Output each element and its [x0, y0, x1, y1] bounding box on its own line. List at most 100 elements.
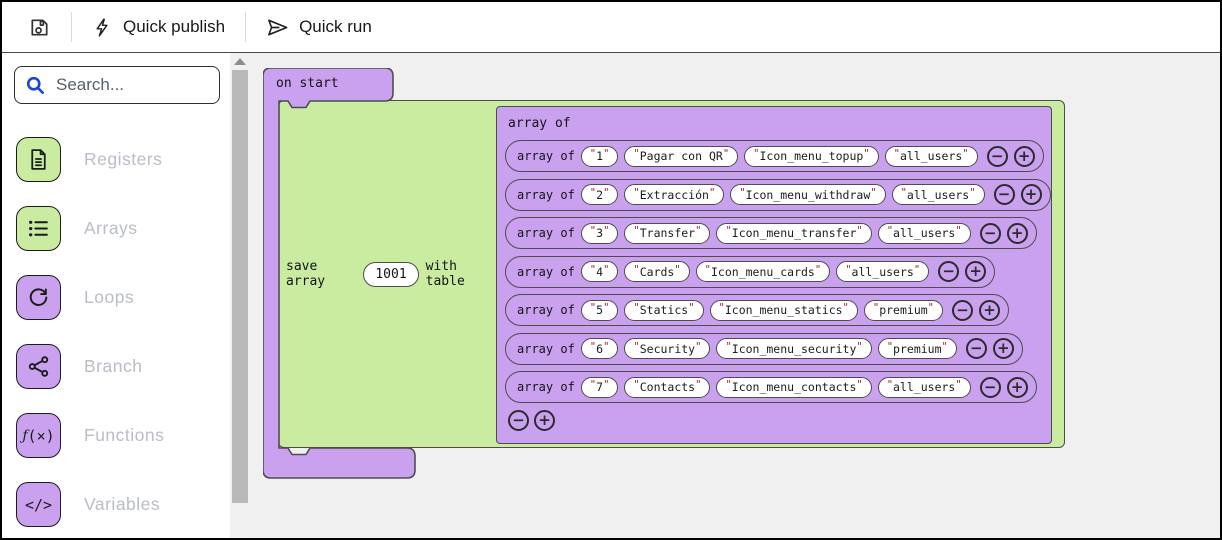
array-row[interactable]: array of "7""Contacts" "Icon_menu_contact… [505, 371, 1037, 403]
array-value-field[interactable]: "1" [581, 146, 619, 167]
array-value-field[interactable]: "Security" [624, 338, 710, 359]
array-value-field[interactable]: "premium" [878, 338, 957, 359]
add-item-button[interactable]: + [1007, 223, 1028, 244]
array-value-field[interactable]: "Icon_menu_topup" [744, 146, 879, 167]
remove-item-button[interactable]: − [938, 261, 959, 282]
array-value-field[interactable]: "Icon_menu_transfer" [716, 223, 871, 244]
array-row-label: array of [517, 265, 575, 279]
add-row-button[interactable]: + [534, 410, 555, 431]
array-row-label: array of [517, 188, 575, 202]
array-row-values: "5""Statics" "Icon_menu_statics" "premium" [581, 300, 943, 321]
array-row[interactable]: array of "3""Transfer" "Icon_menu_transfe… [505, 217, 1037, 249]
array-value-field[interactable]: "Icon_menu_statics" [710, 300, 858, 321]
array-value-field[interactable]: "Statics" [624, 300, 703, 321]
array-row[interactable]: array of "4""Cards" "Icon_menu_cards""all… [505, 256, 995, 288]
category-label: Loops [84, 287, 134, 308]
sidebar-item-variables[interactable]: </> Variables [2, 482, 230, 527]
on-start-label: on start [276, 76, 339, 91]
array-value-field[interactable]: "Extracción" [624, 184, 724, 205]
sidebar-item-branch[interactable]: Branch [2, 344, 230, 389]
array-value-field[interactable]: "3" [581, 223, 619, 244]
remove-item-button[interactable]: − [980, 377, 1001, 398]
array-value-field[interactable]: "premium" [864, 300, 943, 321]
array-row[interactable]: array of "5""Statics" "Icon_menu_statics"… [505, 294, 1009, 326]
array-row-label: array of [517, 303, 575, 317]
scrollbar-thumb[interactable] [232, 70, 248, 503]
add-item-button[interactable]: + [1021, 184, 1042, 205]
search-icon [25, 75, 46, 96]
toolbar-divider [245, 12, 246, 42]
quick-publish-button[interactable]: Quick publish [82, 17, 235, 38]
array-row[interactable]: array of "1""Pagar con QR" "Icon_menu_top… [505, 140, 1044, 172]
array-row-label: array of [517, 380, 575, 394]
array-value-field[interactable]: "Contacts" [624, 377, 710, 398]
array-value-field[interactable]: "Icon_menu_security" [716, 338, 871, 359]
array-row[interactable]: array of "6""Security" "Icon_menu_securit… [505, 333, 1023, 365]
category-label: Registers [84, 149, 162, 170]
save-icon [28, 16, 51, 39]
array-value-field[interactable]: "5" [581, 300, 619, 321]
array-value-field[interactable]: "Transfer" [624, 223, 710, 244]
sidebar-item-loops[interactable]: Loops [2, 275, 230, 320]
quick-publish-label: Quick publish [123, 17, 225, 37]
array-value-field[interactable]: "4" [581, 261, 619, 282]
sidebar-item-functions[interactable]: ƒ(×) Functions [2, 413, 230, 458]
quick-run-button[interactable]: Quick run [256, 16, 382, 39]
category-label: Variables [84, 494, 160, 515]
block-canvas[interactable]: on start save array 1001 with table arra… [250, 53, 1220, 538]
sidebar-item-registers[interactable]: Registers [2, 137, 230, 182]
array-value-field[interactable]: "all_users" [878, 223, 971, 244]
search-box[interactable] [14, 66, 220, 104]
list-icon [16, 206, 61, 251]
save-button[interactable] [18, 16, 61, 39]
send-icon [266, 16, 289, 39]
array-value-field[interactable]: "Icon_menu_contacts" [716, 377, 871, 398]
array-row-values: "4""Cards" "Icon_menu_cards""all_users" [581, 261, 929, 282]
save-array-inputs: save array 1001 with table [279, 101, 496, 447]
array-value-field[interactable]: "all_users" [878, 377, 971, 398]
function-icon: ƒ(×) [16, 413, 61, 458]
array-value-field[interactable]: "all_users" [885, 146, 978, 167]
toolbar: Quick publish Quick run [2, 2, 1220, 53]
branch-icon [16, 344, 61, 389]
array-row-label: array of [517, 149, 575, 163]
array-value-field[interactable]: "Icon_menu_cards" [696, 261, 831, 282]
array-value-field[interactable]: "Cards" [624, 261, 689, 282]
document-icon [16, 137, 61, 182]
add-item-button[interactable]: + [965, 261, 986, 282]
add-item-button[interactable]: + [1007, 377, 1028, 398]
remove-item-button[interactable]: − [966, 338, 987, 359]
add-item-button[interactable]: + [1014, 146, 1035, 167]
save-array-block[interactable]: save array 1001 with table array of arra… [278, 100, 1065, 448]
array-row[interactable]: array of "2""Extracción" "Icon_menu_withd… [505, 179, 1051, 211]
remove-item-button[interactable]: − [952, 300, 973, 321]
search-input[interactable] [56, 75, 196, 95]
add-item-button[interactable]: + [993, 338, 1014, 359]
array-value-field[interactable]: "6" [581, 338, 619, 359]
remove-item-button[interactable]: − [980, 223, 1001, 244]
scroll-up-arrow-icon[interactable] [234, 58, 246, 65]
array-of-table-block[interactable]: array of array of "1""Pagar con QR" "Icon… [496, 106, 1052, 444]
save-array-suffix-label: with table [426, 259, 496, 289]
remove-row-button[interactable]: − [508, 410, 529, 431]
array-value-field[interactable]: "all_users" [892, 184, 985, 205]
array-value-field[interactable]: "Pagar con QR" [624, 146, 738, 167]
vertical-scrollbar[interactable] [230, 53, 250, 538]
array-value-field[interactable]: "2" [581, 184, 619, 205]
array-value-field[interactable]: "7" [581, 377, 619, 398]
array-value-field[interactable]: "Icon_menu_withdraw" [730, 184, 885, 205]
block-palette-sidebar: Registers Arrays Loops Branch ƒ(×) Funct… [2, 53, 230, 538]
remove-item-button[interactable]: − [987, 146, 1008, 167]
sidebar-item-arrays[interactable]: Arrays [2, 206, 230, 251]
array-rows: array of "1""Pagar con QR" "Icon_menu_top… [505, 140, 1043, 403]
array-row-label: array of [517, 342, 575, 356]
array-row-label: array of [517, 226, 575, 240]
category-label: Functions [84, 425, 164, 446]
array-row-values: "6""Security" "Icon_menu_security" "premiu… [581, 338, 957, 359]
array-row-values: "1""Pagar con QR" "Icon_menu_topup" "all_u… [581, 146, 978, 167]
array-value-field[interactable]: "all_users" [836, 261, 929, 282]
array-id-field[interactable]: 1001 [363, 262, 418, 287]
add-item-button[interactable]: + [979, 300, 1000, 321]
remove-item-button[interactable]: − [994, 184, 1015, 205]
